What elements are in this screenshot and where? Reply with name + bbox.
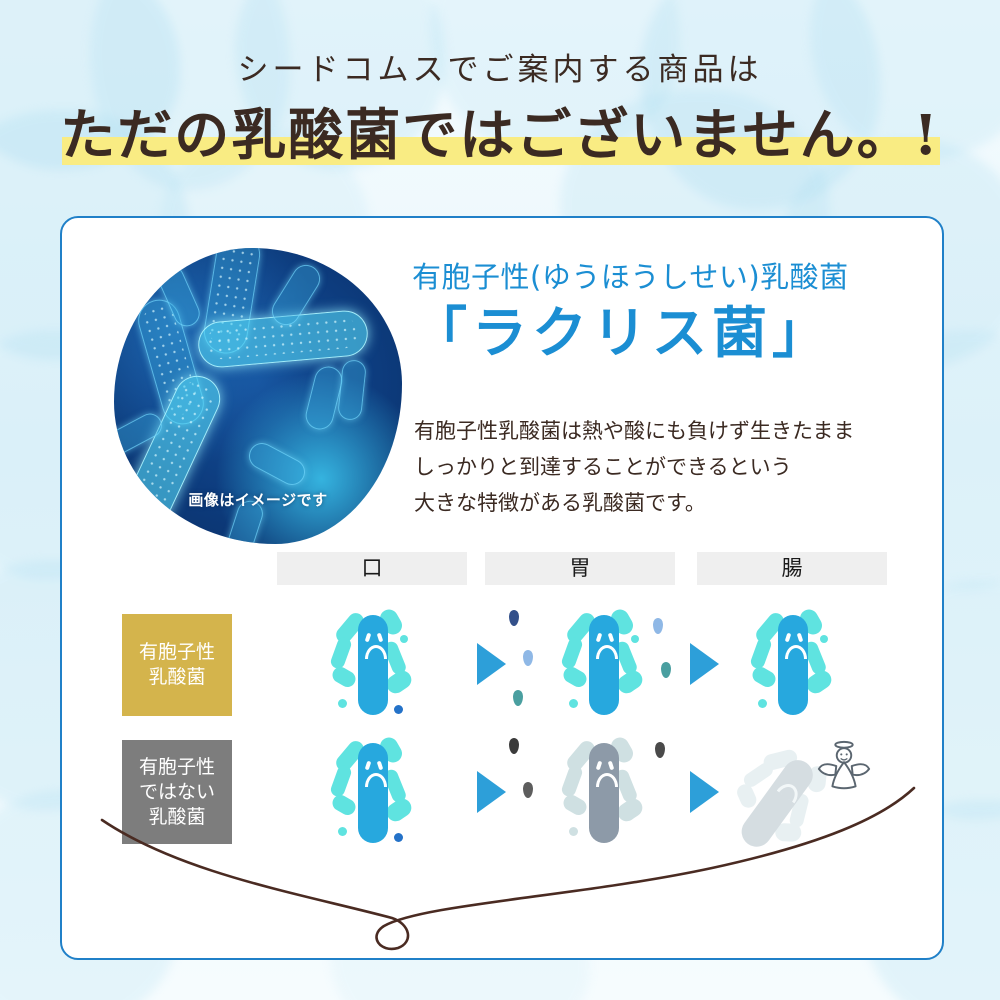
column-header-mouth: 口 [277,552,467,585]
headline-line-2: ただの乳酸菌ではございません。! [60,102,940,167]
headline-line-1: シードコムスでご案内する商品は [237,52,763,88]
droplet-icon [653,618,663,634]
row-label-spore-forming: 有胞子性 乳酸菌 [122,614,232,716]
title-block: 有胞子性(ゆうほうしせい)乳酸菌 「ラクリス菌」 [412,254,932,365]
row-label-line-1: 有胞子性 [138,756,215,778]
digestion-diagram: 口 胃 腸 有胞子性 乳酸菌 [62,552,942,853]
row-label-line-2: ではない [138,781,215,803]
droplet-icon [523,650,533,666]
arrow-mouth-to-stomach [477,643,506,685]
main-card: 画像はイメージです 有胞子性(ゆうほうしせい)乳酸菌 「ラクリス菌」 有胞子性乳… [60,216,944,960]
cell-row1-intestine [697,604,887,724]
cell-row2-stomach [485,732,675,852]
row-label-line-3: 乳酸菌 [148,806,206,828]
germ-alive-icon [551,606,655,721]
body-copy: 有胞子性乳酸菌は熱や酸にも負けず生きたまま しっかりと到達することができるという… [414,414,924,522]
droplet-icon [513,690,523,706]
body-line-2: しっかりと到達することができるという [414,456,792,479]
cell-row2-intestine [697,732,887,853]
headline-line-2-wrapper: ただの乳酸菌ではございません。! [0,99,1000,173]
droplet-icon [509,738,519,754]
row-label-non-spore-forming: 有胞子性 ではない 乳酸菌 [122,740,232,844]
body-line-1: 有胞子性乳酸菌は熱や酸にも負けず生きたまま [414,420,855,443]
row-label-line-2: 乳酸菌 [148,667,206,688]
body-line-3: 大きな特徴がある乳酸菌です。 [414,492,706,515]
cell-row1-mouth [277,604,467,724]
arrow-mouth-to-stomach-row2 [477,771,506,813]
subtitle: 有胞子性(ゆうほうしせい)乳酸菌 [412,260,849,294]
germ-weak-icon [551,734,655,849]
germ-alive-icon [320,606,424,721]
cell-row1-stomach [485,604,675,724]
droplet-icon [661,662,671,678]
cell-row2-mouth [277,732,467,852]
column-header-intestine: 腸 [697,552,887,585]
arrow-stomach-to-intestine-row2 [690,771,719,813]
column-header-stomach: 胃 [485,552,675,585]
angel-icon [817,740,871,790]
germ-alive-icon [740,606,844,721]
bacteria-photo: 画像はイメージです [114,248,402,544]
row-label-line-1: 有胞子性 [138,642,215,663]
droplet-icon [655,742,665,758]
page-title: 「ラクリス菌」 [412,301,833,365]
arrow-stomach-to-intestine [690,643,719,685]
germ-alive-icon [320,734,424,849]
droplet-icon [509,610,519,626]
header: シードコムスでご案内する商品は ただの乳酸菌ではございません。! [0,0,1000,173]
yellow-highlight-bar [62,137,940,165]
photo-caption: 画像はイメージです [188,492,328,509]
decorative-swoosh [100,786,916,951]
